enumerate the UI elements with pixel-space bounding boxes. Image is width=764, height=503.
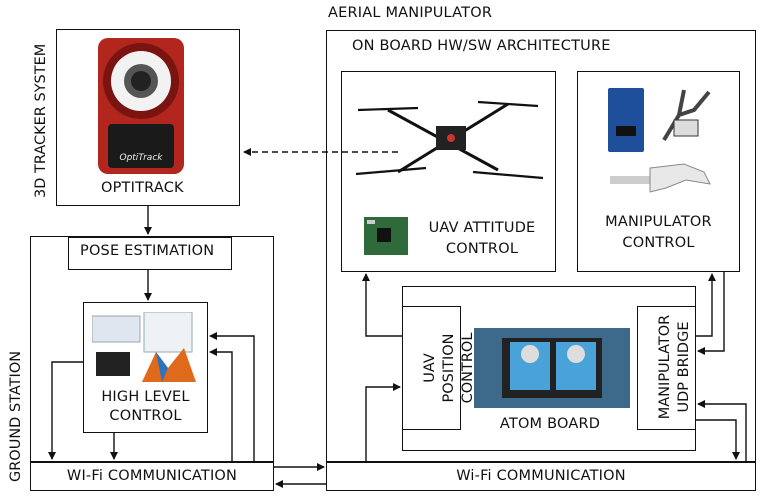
high-level-label-1: HIGH LEVEL (101, 389, 190, 405)
tracker-system-title: 3D TRACKER SYSTEM (33, 43, 49, 198)
gripper-hand-image (610, 163, 711, 193)
wifi-left-label: WI-Fi COMMUNICATION (66, 468, 238, 484)
manipulator-udp-label: MANIPULATOR UDP BRIDGE (657, 314, 692, 420)
optitrack-logo-text: OptiTrack (119, 153, 163, 163)
manipulator-udp-box (637, 306, 696, 430)
ground-station-box (30, 236, 274, 462)
uav-attitude-box (341, 71, 556, 272)
atom-board-image (474, 328, 630, 408)
wifi-right-box (326, 462, 756, 491)
uav-attitude-label-2: CONTROL (445, 241, 519, 257)
aerial-manipulator-box (326, 30, 756, 462)
atom-board-label: ATOM BOARD (499, 416, 601, 432)
optitrack-label: OPTITRACK (101, 180, 184, 196)
gripper-arm-image (662, 89, 711, 142)
high-level-control-box (83, 302, 208, 433)
wifi-right-label: Wi-Fi COMMUNICATION (456, 468, 626, 484)
aerial-manipulator-title: AERIAL MANIPULATOR (328, 5, 493, 21)
manipulator-control-box (577, 71, 740, 272)
matlab-simulink-image (92, 312, 196, 382)
attitude-board-image (364, 217, 408, 255)
quadrotor-drone-image (355, 100, 544, 180)
manipulator-control-label-1: MANIPULATOR (605, 214, 712, 230)
ground-station-title: GROUND STATION (8, 350, 24, 482)
pose-estimation-box (68, 237, 232, 270)
manipulator-control-label-2: CONTROL (622, 235, 695, 251)
arduino-board-image (608, 88, 644, 152)
high-level-label-2: CONTROL (109, 408, 182, 424)
optitrack-camera-image: OptiTrack (98, 38, 184, 174)
uav-position-box (402, 306, 461, 430)
onboard-arch-title: ON BOARD HW/SW ARCHITECTURE (352, 38, 611, 54)
tracker-system-box (56, 29, 240, 206)
uav-position-label: UAV POSITION CONTROL (422, 332, 476, 404)
wifi-left-box (30, 462, 274, 491)
uav-attitude-label-1: UAV ATTITUDE (428, 220, 536, 236)
pose-estimation-label: POSE ESTIMATION (80, 243, 215, 259)
